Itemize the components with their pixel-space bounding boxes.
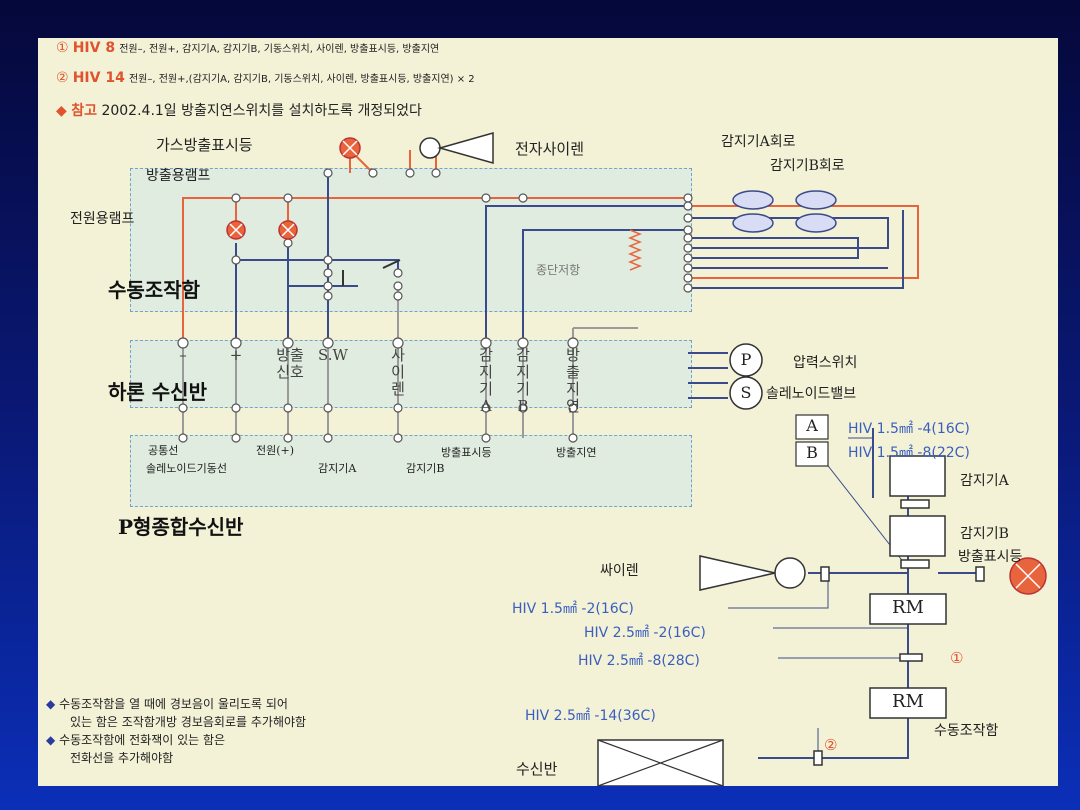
note-label: 참고 [71, 103, 97, 119]
det-a-label: 감지기A [960, 473, 1009, 489]
note-2b: 전화선을 추가해야함 [70, 751, 174, 765]
manual-box-title: 수동조작함 [108, 278, 200, 302]
line2-code: HIV 14 [72, 70, 125, 86]
gas-lamp-label: 가스방출표시등 [156, 136, 253, 154]
release-lamp-right-label: 방출표시등 [958, 549, 1023, 565]
header-line-2: ② HIV 14 전원–, 전원+,(감지기A, 감지기B, 기동스위치, 사이… [56, 70, 475, 86]
solenoid-valve-label: 솔레노이드밸브 [766, 386, 857, 402]
solenoid-letter: S [740, 383, 752, 402]
det-b-label: 감지기B [960, 526, 1009, 542]
pressure-letter: P [740, 350, 752, 369]
p-panel-title: P형종합수신반 [118, 515, 244, 539]
a-letter: A [806, 416, 818, 435]
power-lamp-label: 전원용램프 [70, 211, 135, 227]
line2-number: ② [56, 70, 69, 86]
panel-label-det-a: 감 지 기 A [479, 346, 493, 415]
wire1-label: HIV 1.5㎟ -2(16C) [512, 601, 634, 617]
terminal-res-label: 종단저항 [536, 263, 581, 277]
note-bullet-icon: ◆ [46, 697, 56, 711]
line1-number: ① [56, 40, 69, 56]
p-panel-region [130, 435, 692, 507]
panel-label-sw: S.W [318, 346, 348, 364]
b-wire-label: HIV 1.5㎟ -8(22C) [848, 445, 970, 461]
bottom-label-release-lamp: 방출표시등 [441, 446, 492, 459]
panel-label-release: 방출 신호 [276, 346, 304, 381]
release-lamp-label: 방출용램프 [146, 168, 211, 184]
b-letter: B [806, 443, 818, 462]
bottom-label-solenoid: 솔레노이드기동선 [146, 462, 227, 475]
slide: ① HIV 8 전원–, 전원+, 감지기A, 감지기B, 기동스위치, 사이렌… [38, 38, 1058, 786]
manual-box-right-label: 수동조작함 [934, 723, 999, 739]
note-1b: 있는 함은 조작함개방 경보음회로를 추가해야함 [70, 715, 307, 729]
pressure-switch-label: 압력스위치 [793, 355, 858, 371]
rm-1-label: RM [892, 597, 924, 618]
note-bullet-icon: ◆ [56, 103, 67, 119]
bottom-label-common: 공통선 [148, 444, 179, 457]
rm-2-label: RM [892, 691, 924, 712]
number-1: ① [950, 649, 964, 667]
note-text: 2002.4.1일 방출지연스위치를 설치하도록 개정되었다 [101, 103, 422, 119]
bottom-label-delay: 방출지연 [556, 446, 597, 459]
wiring-diagram [177, 132, 1047, 786]
note-2a: ◆ 수동조작함에 전화잭이 있는 함은 [46, 733, 226, 747]
line2-text: 전원–, 전원+,(감지기A, 감지기B, 기동스위치, 사이렌, 방출표시등,… [128, 74, 475, 85]
siren-top-label: 전자사이렌 [515, 140, 585, 158]
line1-text: 전원–, 전원+, 감지기A, 감지기B, 기동스위치, 사이렌, 방출표시등,… [119, 44, 440, 55]
bottom-label-det-a: 감지기A [318, 462, 357, 475]
panel-label-delay: 방 출 지 연 [566, 346, 580, 415]
number-2: ② [824, 736, 838, 754]
a-wire-label: HIV 1.5㎟ -4(16C) [848, 421, 970, 437]
line1-code: HIV 8 [72, 40, 116, 56]
note-bullet-icon: ◆ [46, 733, 56, 747]
halon-panel-region [130, 340, 692, 408]
receiver-label: 수신반 [516, 760, 558, 778]
note-1a: ◆ 수동조작함을 열 때에 경보음이 울리도록 되어 [46, 697, 288, 711]
panel-label-plus: + [229, 346, 243, 364]
panel-label-siren: 사 이 렌 [391, 346, 405, 398]
bottom-label-power: 전원(+) [256, 444, 295, 457]
siren-right-label: 싸이렌 [600, 563, 639, 579]
wire3-label: HIV 2.5㎟ -8(28C) [578, 653, 700, 669]
header-note: ◆ 참고 2002.4.1일 방출지연스위치를 설치하도록 개정되었다 [56, 100, 422, 120]
manual-box-region [130, 168, 692, 312]
bottom-label-det-b: 감지기B [406, 462, 445, 475]
det-b-circuit-label: 감지기B회로 [770, 158, 845, 174]
wire4-label: HIV 2.5㎟ -14(36C) [525, 708, 656, 724]
det-a-circuit-label: 감지기A회로 [721, 134, 796, 150]
panel-label-det-b: 감 지 기 B [516, 346, 530, 415]
panel-label-minus: – [179, 346, 187, 364]
halon-panel-title: 하론 수신반 [108, 380, 207, 404]
wire2-label: HIV 2.5㎟ -2(16C) [584, 625, 706, 641]
header-line-1: ① HIV 8 전원–, 전원+, 감지기A, 감지기B, 기동스위치, 사이렌… [56, 40, 439, 56]
